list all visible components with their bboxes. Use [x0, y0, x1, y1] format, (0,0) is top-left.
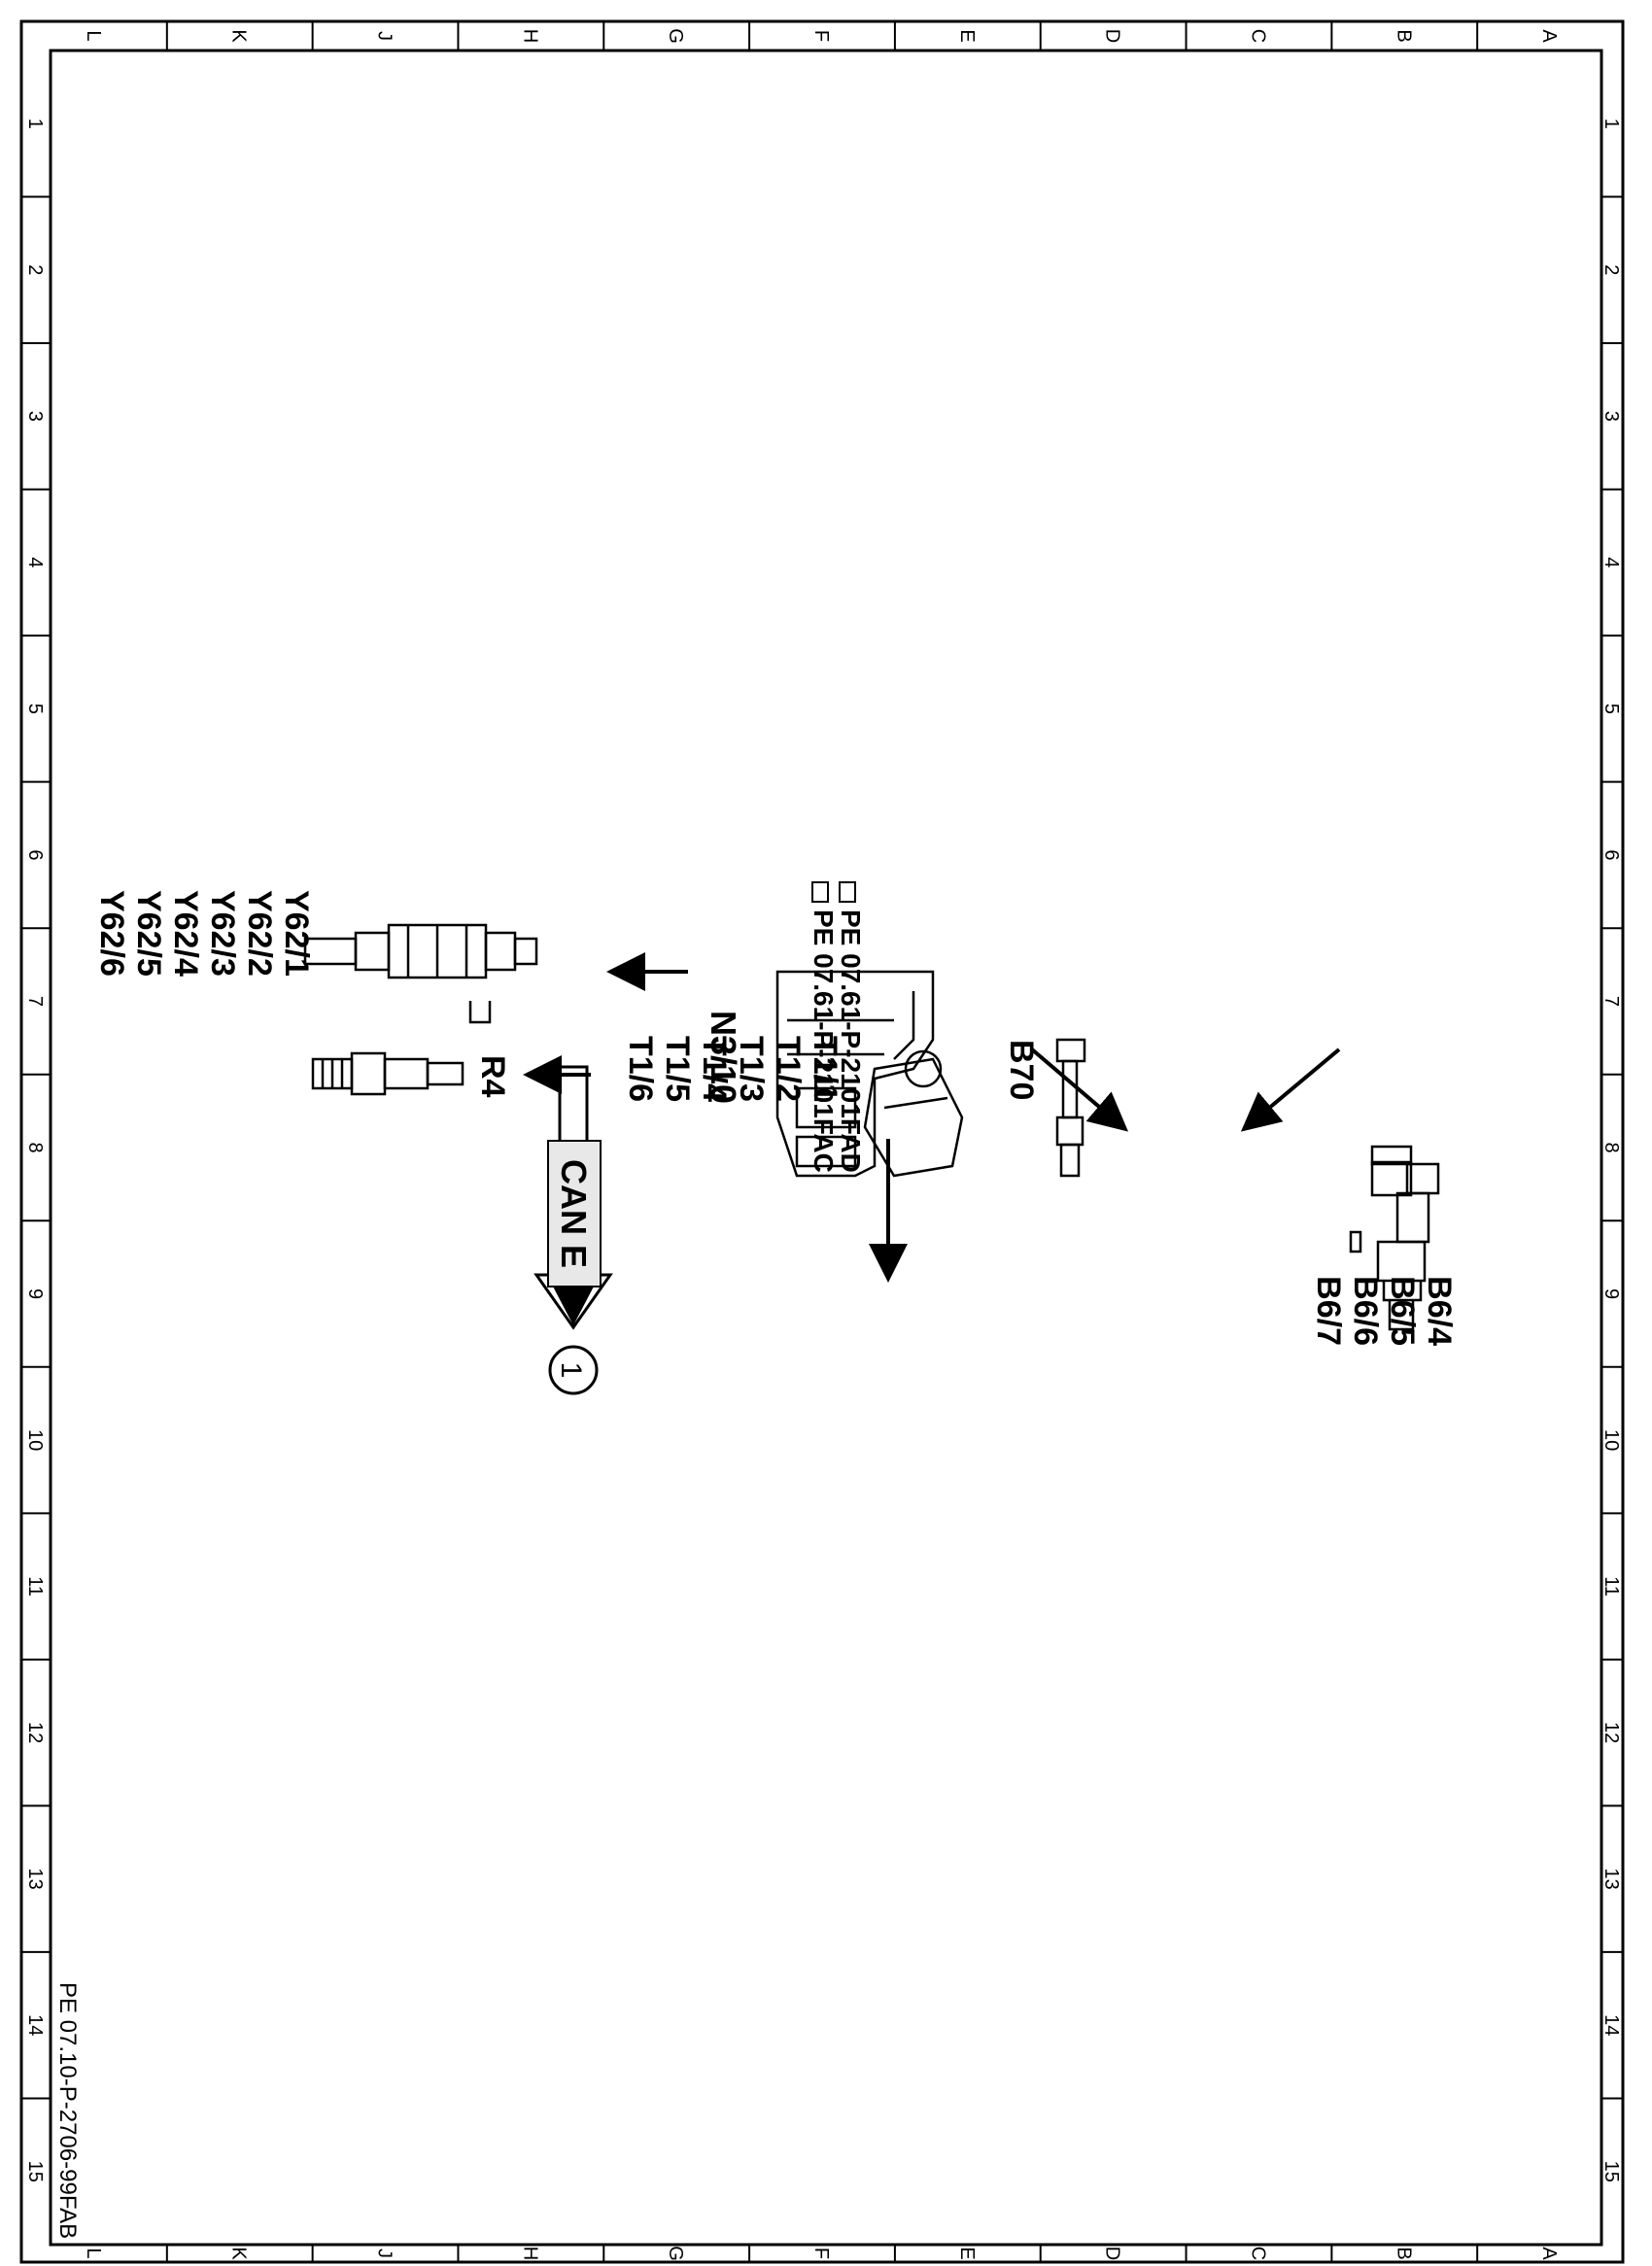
y62-label: Y62/3 [204, 890, 241, 977]
column-label-bottom: K [228, 2247, 250, 2260]
t1-label: T1/3 [733, 1036, 770, 1102]
row-label-left: 2 [24, 264, 46, 275]
camshaft-sensor-icon [1349, 1145, 1440, 1331]
column-label-top: D [1102, 29, 1123, 43]
can-label-box [547, 1140, 602, 1288]
column-label-bottom: C [1247, 2247, 1268, 2260]
t1-label: T1/4 [696, 1036, 733, 1102]
row-label-left: 15 [24, 2161, 46, 2182]
row-label-right: 6 [1600, 849, 1622, 860]
row-label-right: 1 [1600, 119, 1622, 129]
row-label-left: 6 [24, 849, 46, 860]
drawing-frame [19, 19, 1625, 2264]
row-label-left: 1 [24, 119, 46, 129]
doc-id: PE 07.10-P-2706-99FAB [54, 1982, 81, 2239]
r4-label: R4 [474, 1055, 511, 1098]
t1-label: T1/6 [622, 1036, 659, 1102]
row-label-left: 12 [24, 1722, 46, 1743]
y62-label: Y62/5 [130, 890, 167, 977]
n310-group: N3/10 PE 07.61-P-2101FAC PE 07.61-P-2101… [704, 881, 935, 1178]
column-label-top: B [1393, 29, 1414, 42]
row-label-right: 11 [1600, 1576, 1622, 1596]
row-label-right: 2 [1600, 264, 1622, 275]
t1-group: T1/1 T1/2 T1/3 T1/4 T1/5 T1/6 [622, 1036, 964, 1178]
frame-ticks [21, 21, 1623, 2262]
column-label-bottom: L [83, 2248, 104, 2258]
row-label-left: 4 [24, 557, 46, 567]
n310-ref: PE 07.61-P-2101FAD [836, 910, 866, 1173]
row-label-left: 7 [24, 996, 46, 1007]
t1-label: T1/1 [807, 1036, 843, 1102]
row-label-left: 13 [24, 1869, 46, 1890]
column-label-top: F [810, 30, 832, 42]
column-label-bottom: D [1102, 2247, 1123, 2260]
r4-group: R4 [311, 1051, 511, 1098]
row-label-right: 13 [1600, 1869, 1622, 1890]
engine-control-unit-icon [775, 970, 935, 1178]
n310-label: N3/10 [704, 1011, 743, 1104]
column-label-bottom: F [810, 2248, 832, 2259]
row-label-left: 14 [24, 2014, 46, 2036]
y62-group: Y62/1 Y62/2 Y62/3 Y62/4 Y62/5 Y62/6 [93, 890, 538, 1024]
row-label-left: 9 [24, 1288, 46, 1299]
y62-label: Y62/4 [167, 890, 204, 977]
row-label-right: 12 [1600, 1722, 1622, 1743]
column-label-bottom: A [1538, 2247, 1560, 2260]
column-label-top: K [228, 29, 250, 43]
b6-label: B6/4 [1421, 1276, 1458, 1346]
row-label-left: 10 [24, 1429, 46, 1451]
row-label-right: 4 [1600, 557, 1622, 567]
b6-label: B6/6 [1347, 1276, 1384, 1346]
y62-label: Y62/6 [93, 890, 130, 977]
n310-ref: PE 07.61-P-2101FAC [809, 910, 839, 1173]
row-label-right: 7 [1600, 996, 1622, 1007]
row-label-left: 5 [24, 704, 46, 714]
column-label-top: E [956, 29, 978, 42]
row-label-right: 15 [1600, 2161, 1622, 2182]
row-label-right: 8 [1600, 1142, 1622, 1152]
column-label-bottom: J [374, 2249, 396, 2258]
t1-label: T1/2 [770, 1036, 807, 1102]
spark-plug-icon [311, 1051, 465, 1096]
row-label-left: 11 [24, 1576, 46, 1596]
column-label-bottom: H [519, 2247, 540, 2260]
row-label-right: 3 [1600, 411, 1622, 422]
row-label-left: 8 [24, 1142, 46, 1152]
can-target-circle [548, 1345, 599, 1395]
column-label-top: C [1247, 29, 1268, 43]
column-label-top: J [374, 31, 396, 41]
can-target-label: 1 [555, 1362, 587, 1379]
column-label-top: L [83, 30, 104, 41]
row-label-right: 9 [1600, 1288, 1622, 1299]
column-label-top: A [1538, 29, 1560, 43]
y62-label: Y62/1 [278, 890, 315, 977]
b6-group: B6/4 B6/5 B6/6 B6/7 [1310, 1145, 1458, 1346]
can-label: CAN E [554, 1159, 594, 1268]
t1-label: T1/5 [659, 1036, 696, 1102]
crankshaft-sensor-icon [1055, 1038, 1086, 1178]
can-bus-group: CAN E 1 [533, 1065, 613, 1395]
fuel-injector-icon [303, 923, 538, 1024]
b6-label: B6/5 [1384, 1276, 1421, 1346]
diagram-content: B6/4 B6/5 B6/6 B6/7 B70 [93, 881, 1458, 1395]
row-label-right: 10 [1600, 1429, 1622, 1451]
ignition-coil-icon [863, 1049, 964, 1178]
column-label-top: H [519, 29, 540, 43]
column-label-bottom: B [1393, 2247, 1414, 2259]
row-label-right: 5 [1600, 704, 1622, 714]
b6-label: B6/7 [1310, 1276, 1347, 1346]
pointing-hand-icon [811, 881, 856, 903]
arrow-b6-to-n310 [1240, 1047, 1341, 1132]
row-label-right: 14 [1600, 2014, 1622, 2036]
arrow-b70-to-n310 [1030, 1047, 1129, 1132]
y62-label: Y62/2 [241, 890, 278, 977]
column-label-bottom: G [665, 2246, 686, 2261]
row-label-left: 3 [24, 411, 46, 422]
column-label-bottom: E [956, 2247, 978, 2259]
column-label-top: G [665, 28, 686, 44]
